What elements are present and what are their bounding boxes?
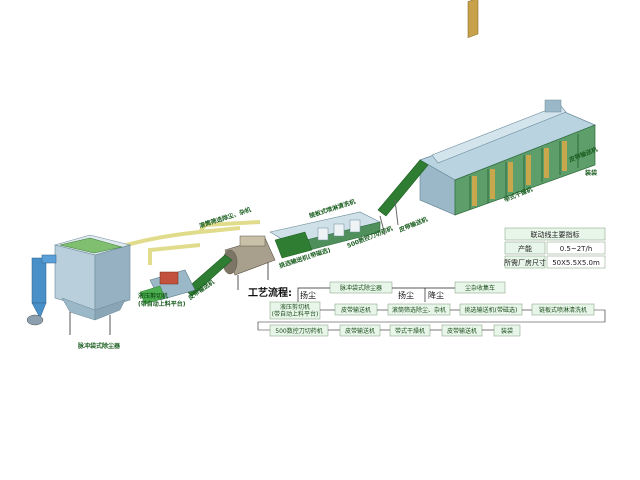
flow-drop-dust: 降尘 — [428, 290, 444, 300]
process-flow: 工艺流程: 脉冲袋式除尘器 扬尘 扬尘 降尘 尘杂收集车 液压剪切机 (带自动上… — [248, 281, 606, 337]
flow-r1-step1-note: (带自动上料平台) — [272, 310, 319, 318]
drum-screen — [222, 235, 276, 290]
flow-raise-dust-2: 扬尘 — [398, 290, 414, 300]
flow-dust-car: 尘杂收集车 — [465, 284, 495, 292]
flow-r1-step2: 皮带输送机 — [341, 306, 371, 314]
flow-top-box: 脉冲袋式除尘器 — [340, 284, 382, 292]
hydraulic-cutter — [139, 269, 196, 305]
belt-dryer — [419, 0, 596, 216]
spec-table: 联动线主要指标 产能 0.5~2T/h 所需厂房尺寸 50X5.5X5.0m — [504, 227, 606, 269]
spec-row-1-value: 0.5~2T/h — [560, 245, 593, 253]
flow-r2-step5: 装袋 — [501, 327, 513, 335]
flow-row-2: 500数控刀切药机 皮带输送机 带式干燥机 皮带输送机 装袋 — [269, 324, 521, 337]
flow-title: 工艺流程: — [248, 286, 292, 299]
flow-r1-step5: 链板式喷淋清洗机 — [539, 306, 587, 314]
pulse-bag-dust-collector — [26, 234, 132, 335]
flow-r1-step4: 挑选输送机(带磁选) — [465, 306, 518, 314]
spec-row-1-name: 产能 — [518, 244, 532, 253]
flow-r1-step1: 液压剪切机 — [280, 303, 310, 311]
spec-row-2-name: 所需厂房尺寸 — [504, 258, 546, 267]
label-bagging: 装袋 — [584, 169, 598, 177]
label-belt-conveyor-2: 皮带输送机 — [398, 215, 429, 234]
flow-r2-step2: 皮带输送机 — [345, 327, 375, 335]
dryer-feed-conveyor — [377, 159, 429, 236]
washer-cutter-cluster — [269, 211, 381, 259]
label-drum-screen: 滚筒筛选除尘、杂机 — [198, 206, 252, 230]
label-dust-collector: 脉冲袋式除尘器 — [77, 342, 121, 350]
flow-row-1: 液压剪切机 (带自动上料平台) 皮带输送机 滚筒筛选除尘、杂机 挑选输送机(带磁… — [257, 301, 606, 331]
belt-conveyor-low — [184, 254, 233, 297]
flow-raise-dust-1: 扬尘 — [300, 290, 316, 300]
flow-r1-step3: 滚筒筛选除尘、杂机 — [392, 306, 446, 314]
label-hydraulic-cutter-note: (带自动上料平台) — [138, 300, 186, 308]
label-hydraulic-cutter: 液压剪切机 — [138, 292, 168, 300]
flow-r2-step1: 500数控刀切药机 — [275, 327, 322, 335]
flow-r2-step3: 带式干燥机 — [395, 327, 425, 335]
spec-row-2-value: 50X5.5X5.0m — [552, 259, 600, 267]
spec-title: 联动线主要指标 — [531, 230, 580, 239]
flow-r2-step4: 皮带输送机 — [447, 327, 477, 335]
